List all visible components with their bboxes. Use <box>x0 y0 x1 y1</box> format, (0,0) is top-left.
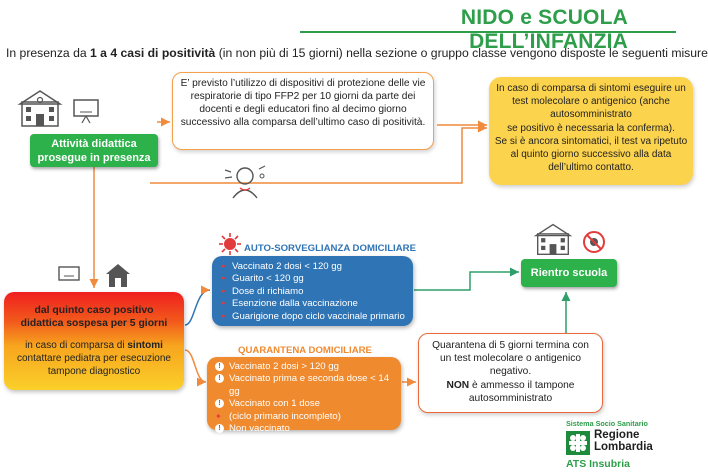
quarantine-end-bold: NON <box>446 379 470 391</box>
suspended-box: dal quinto caso positivo didattica sospe… <box>4 292 184 390</box>
suspended-body-bold: sintomi <box>127 340 163 351</box>
quarantine-end-rest: è ammesso il tampone autosomministrato <box>468 379 575 404</box>
house-icon <box>106 264 130 287</box>
suspended-title: dal quinto caso positivo didattica sospe… <box>4 292 184 330</box>
quarantine-item-text: Vaccinato 2 dosi > 120 gg <box>229 361 339 372</box>
logo-name-1: Regione <box>594 429 640 441</box>
quarantine-heading: QUARANTENA DOMICILIARE <box>238 345 372 356</box>
symptoms-line-3: Se si è ancora sintomatici, il test va r… <box>494 135 688 174</box>
self-surveillance-heading: AUTO-SORVEGLIANZA DOMICILIARE <box>244 243 416 254</box>
return-school-box: Rientro scuola <box>521 259 617 287</box>
warning-icon: ! <box>215 399 224 409</box>
logo-name-2: Lombardia <box>594 440 653 453</box>
quarantine-item: ! Non vaccinato <box>215 423 395 436</box>
symptoms-line-2: se positivo è necessaria la conferma). <box>507 122 675 134</box>
logo-sub: ATS Insubria <box>566 458 630 470</box>
ffp2-box: E’ previsto l’utilizzo di dispositivi di… <box>172 72 434 150</box>
no-virus-icon <box>583 231 605 253</box>
warning-icon: ! <box>215 374 224 384</box>
ffp2-text: E’ previsto l’utilizzo di dispositivi di… <box>180 78 426 128</box>
quarantine-item-text: (ciclo primario incompleto) <box>229 410 341 422</box>
quarantine-box: ! Vaccinato 2 dosi > 120 gg! Vaccinato pri… <box>207 357 401 436</box>
quarantine-end-line-2: NON è ammesso il tampone autosomministra… <box>425 379 596 405</box>
self-surveillance-item: Vaccinato 2 dosi < 120 gg <box>220 261 407 274</box>
school-icon <box>533 223 573 255</box>
quarantine-end-line-1: Quarantena di 5 giorni termina con un te… <box>432 340 589 378</box>
classroom-icon <box>73 99 99 124</box>
self-surveillance-box: Vaccinato 2 dosi < 120 ggGuarito < 120 g… <box>212 256 413 326</box>
self-surveillance-item: Dose di richiamo <box>220 286 407 299</box>
suspended-title-2: didattica sospesa per 5 giorni <box>20 318 168 329</box>
self-surveillance-item: Guarigione dopo ciclo vaccinale primario <box>220 311 407 324</box>
suspended-title-1: dal quinto caso positivo <box>34 305 154 316</box>
quarantine-item: ! Vaccinato 2 dosi > 120 gg <box>215 361 395 374</box>
suspended-body: in caso di comparsa di sintomi contattar… <box>8 339 180 378</box>
intro-bold: 1 a 4 casi di positività <box>90 46 216 60</box>
suspended-body-post: contattare pediatra per esecuzione tampo… <box>17 353 171 377</box>
intro-post: (in non più di 15 giorni) nella sezione … <box>215 46 708 60</box>
sick-child-icon <box>224 165 266 199</box>
title-underline <box>300 31 676 33</box>
suspended-body-pre: in caso di comparsa di <box>25 340 128 351</box>
quarantine-item: ! Vaccinato con 1 dose <box>215 398 395 411</box>
symptoms-box: In caso di comparsa di sintomi eseguire … <box>489 77 693 185</box>
quarantine-list: ! Vaccinato 2 dosi > 120 gg! Vaccinato pri… <box>215 361 395 436</box>
intro-pre: In presenza da <box>6 46 91 60</box>
warning-icon: ! <box>215 362 224 371</box>
return-school-label: Rientro scuola <box>530 267 608 279</box>
virus-icon <box>219 233 241 255</box>
logo-top-text: Sistema Socio Sanitario <box>566 419 648 428</box>
page-title: NIDO e SCUOLA DELL’INFANZIA <box>460 6 628 53</box>
self-surveillance-item: Guarito < 120 gg <box>220 273 407 286</box>
activity-line-1: Attività didattica <box>51 137 137 150</box>
quarantine-item-text: Non vaccinato <box>229 423 290 435</box>
warning-icon: ! <box>215 424 224 434</box>
quarantine-end-box: Quarantena di 5 giorni termina con un te… <box>418 333 603 413</box>
quarantine-item: (ciclo primario incompleto) <box>215 410 395 424</box>
school-icon <box>17 90 63 127</box>
quarantine-item-text: Vaccinato prima e seconda dose < 14 gg <box>229 373 390 397</box>
quarantine-item-text: Vaccinato con 1 dose <box>229 398 321 410</box>
self-surveillance-list: Vaccinato 2 dosi < 120 ggGuarito < 120 g… <box>220 261 407 323</box>
quarantine-item: ! Vaccinato prima e seconda dose < 14 gg <box>215 373 395 398</box>
self-surveillance-item: Esenzione dalla vaccinazione <box>220 298 407 311</box>
intro-text: In presenza da 1 a 4 casi di positività … <box>6 46 708 60</box>
classroom-icon <box>58 266 80 281</box>
activity-line-2: prosegue in presenza <box>37 151 151 164</box>
lombardia-logo-icon <box>566 431 590 455</box>
symptoms-line-1: In caso di comparsa di sintomi eseguire … <box>496 83 686 121</box>
logo-name: Regione Lombardia <box>594 429 653 453</box>
activity-box: Attività didattica prosegue in presenza <box>30 134 158 167</box>
